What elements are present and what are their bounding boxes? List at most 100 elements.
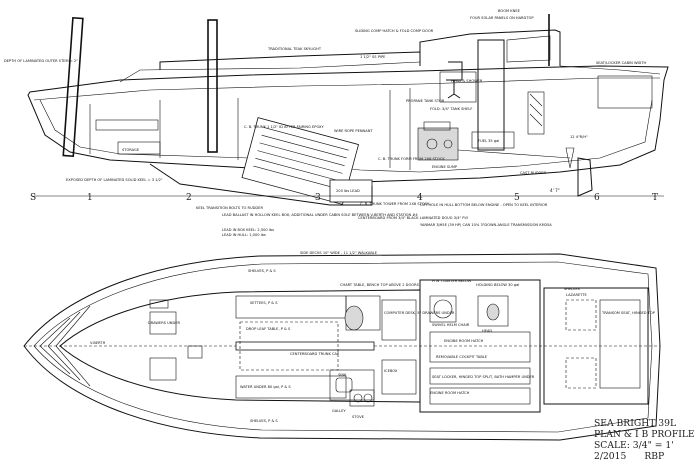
station-5: 5 [514,193,520,203]
plan-inner-hull [33,261,653,433]
hatch-hatching [529,93,543,127]
cockpit-seat [429,387,531,405]
inner-hull-line [39,99,653,173]
label-transom: TRANSOM SEAT, HINGED TOP [601,311,656,315]
title-date: 2/2015 [594,451,627,462]
label-seat-locker: SEAT/LOCKER CABIN WIDTH [596,61,647,65]
plan-labels: SIDE DECKS 10" WIDE - 11 1/2" WALKABLE S… [90,251,656,423]
label-cb-trunk-aft: C. B. TRUNK 1 1/2" ID AFTER FAIRING EPOX… [244,125,325,129]
label-shelves-top: SHELVES, P & S [248,269,276,273]
drawers-under [381,359,417,395]
label-hot-water: H W TOASTER BELOW [432,279,472,283]
label-cast-rudder: CAST RUDDER [520,171,547,175]
label-lead-ballast: LEAD BALLAST IN HOLLOW KEEL BOX; ADDITIO… [222,213,418,217]
label-cb-trunk-fwd: C. B. TRUNK FORM FROM 2X8 STOCK [378,157,445,161]
fore-mast [62,16,84,158]
station-s: S [30,193,36,203]
sheer-line [33,77,660,101]
settee-berth [95,119,159,131]
lazarette [565,299,597,331]
station-markers: S 1 2 3 4 5 6 T [30,193,658,203]
title-date-row: 2/2015 RBP [594,451,692,462]
sink-basin [335,377,353,393]
pilothouse [419,29,561,66]
aft-cockpit [543,287,649,405]
label-dim-12: 12 4"R/H" [570,135,588,139]
engine-hatch-plan [429,331,531,363]
label-chart-table: CHART TABLE, BENCH TOP ABOVE 2 DOORS [340,283,420,287]
prop-shaft [457,149,571,159]
plan-hull-outline [23,253,661,441]
label-solar-panels: FOUR SOLAR PANELS ON HARDTOP [470,16,534,20]
label-lead-hull: LEAD IN HULL: 1,000 lbs [222,233,266,237]
label-centerboard-trunk: CENTERBOARD TRUNK CAP [290,352,340,356]
label-side-decks: SIDE DECKS 10" WIDE - 11 1/2" WALKABLE [300,251,378,255]
aft-deck [559,65,661,75]
title-initials: RBP [644,451,665,462]
bow-drawers [149,299,169,309]
cockpit-table [429,367,531,385]
hatch-box [527,91,545,135]
deck-line [119,61,421,83]
label-computer-desk: COMPUTER DESK, 5" DRAWERS UNDER [384,311,455,315]
label-yanmar: YANMAR 3JH5E (39 HP) CAN 10% 3"DOWN-ANGL… [420,223,552,227]
label-engine-hatch: ENGINE ROOM HATCH [444,339,484,343]
title-sheet: PLAN & I B PROFILE [594,429,694,440]
storage-box [117,141,161,155]
label-fuel-tank: FUEL 35 gal [478,139,499,143]
centerboard-trunk [235,341,375,351]
label-dim-4-7: 4' 7" [550,188,560,193]
rudder [577,157,593,197]
fuel-tank [471,131,515,149]
title-scale: SCALE: 3/4" = 1' [594,440,674,451]
engine [417,121,459,161]
label-vberth: V-BERTH [90,341,106,345]
station-3: 3 [315,193,321,203]
label-drop-leaf: DROP LEAF TABLE, P & S [246,327,291,331]
label-wire-rope: WIRE ROPE PENNANT [334,129,373,133]
bow-hatching [39,305,91,387]
label-storage: STORAGE [122,148,140,152]
station-t: T [652,193,658,203]
label-sink: SINK [338,373,347,377]
label-lazarette: LAZARETTE [566,293,588,297]
label-shower-seat: SWIVEL HELM CHAIR [432,323,470,327]
head-compartment [439,71,477,103]
galley-counter [329,369,375,401]
aft-locker [565,357,597,389]
label-head: HEAD [482,329,492,333]
label-drawers: DRAWERS UNDER [148,321,180,325]
vberth-box [149,311,177,335]
keel [149,163,373,206]
label-stove: STOVE [352,415,365,419]
label-removable-table: REMOVABLE COCKPIT TABLE [436,355,488,359]
settee-port [235,295,347,319]
label-lead: 200 lbs LEAD [336,189,360,193]
profile-view [27,14,669,206]
profile-hull-outline [27,65,669,183]
bow-shelf [187,345,203,359]
seat-locker [597,75,653,109]
label-exposed-depth: EXPOSED DEPTH OF LAMINATED SOLID KEEL = … [66,178,163,182]
chair-seat [433,299,453,319]
computer-desk [381,299,417,341]
head-plan [477,295,509,327]
stove-burner-2 [363,393,373,403]
plan-view [23,253,661,441]
drop-leaf-table [239,321,339,371]
helm-chair [446,61,463,99]
vberth-box-2 [149,357,177,381]
label-teak-skylight: TRADITIONAL TEAK SKYLIGHT [267,47,322,51]
label-fold-tank: FOLD. 3/4" TANK SHELF [430,107,472,111]
label-keel-transition: KEEL TRANSITION BOLTS TO RUDDER [196,206,263,210]
station-2: 2 [186,193,192,203]
label-shelves-bottom: SHELVES, P & S [250,419,278,423]
label-pipe: 1 1/2" SS PIPE [360,55,386,59]
label-water-under: WATER UNDER 80 gal, P & S [240,385,291,389]
helm-seat [344,305,364,331]
station-6: 6 [594,193,600,203]
label-engine-room: ENGINE ROOM HATCH [430,391,470,395]
title-block: SEA BRIGHT 39L PLAN & I B PROFILE SCALE:… [594,418,694,462]
main-mast [207,19,218,153]
label-propane: PROPANE TANK STOR [406,99,445,103]
